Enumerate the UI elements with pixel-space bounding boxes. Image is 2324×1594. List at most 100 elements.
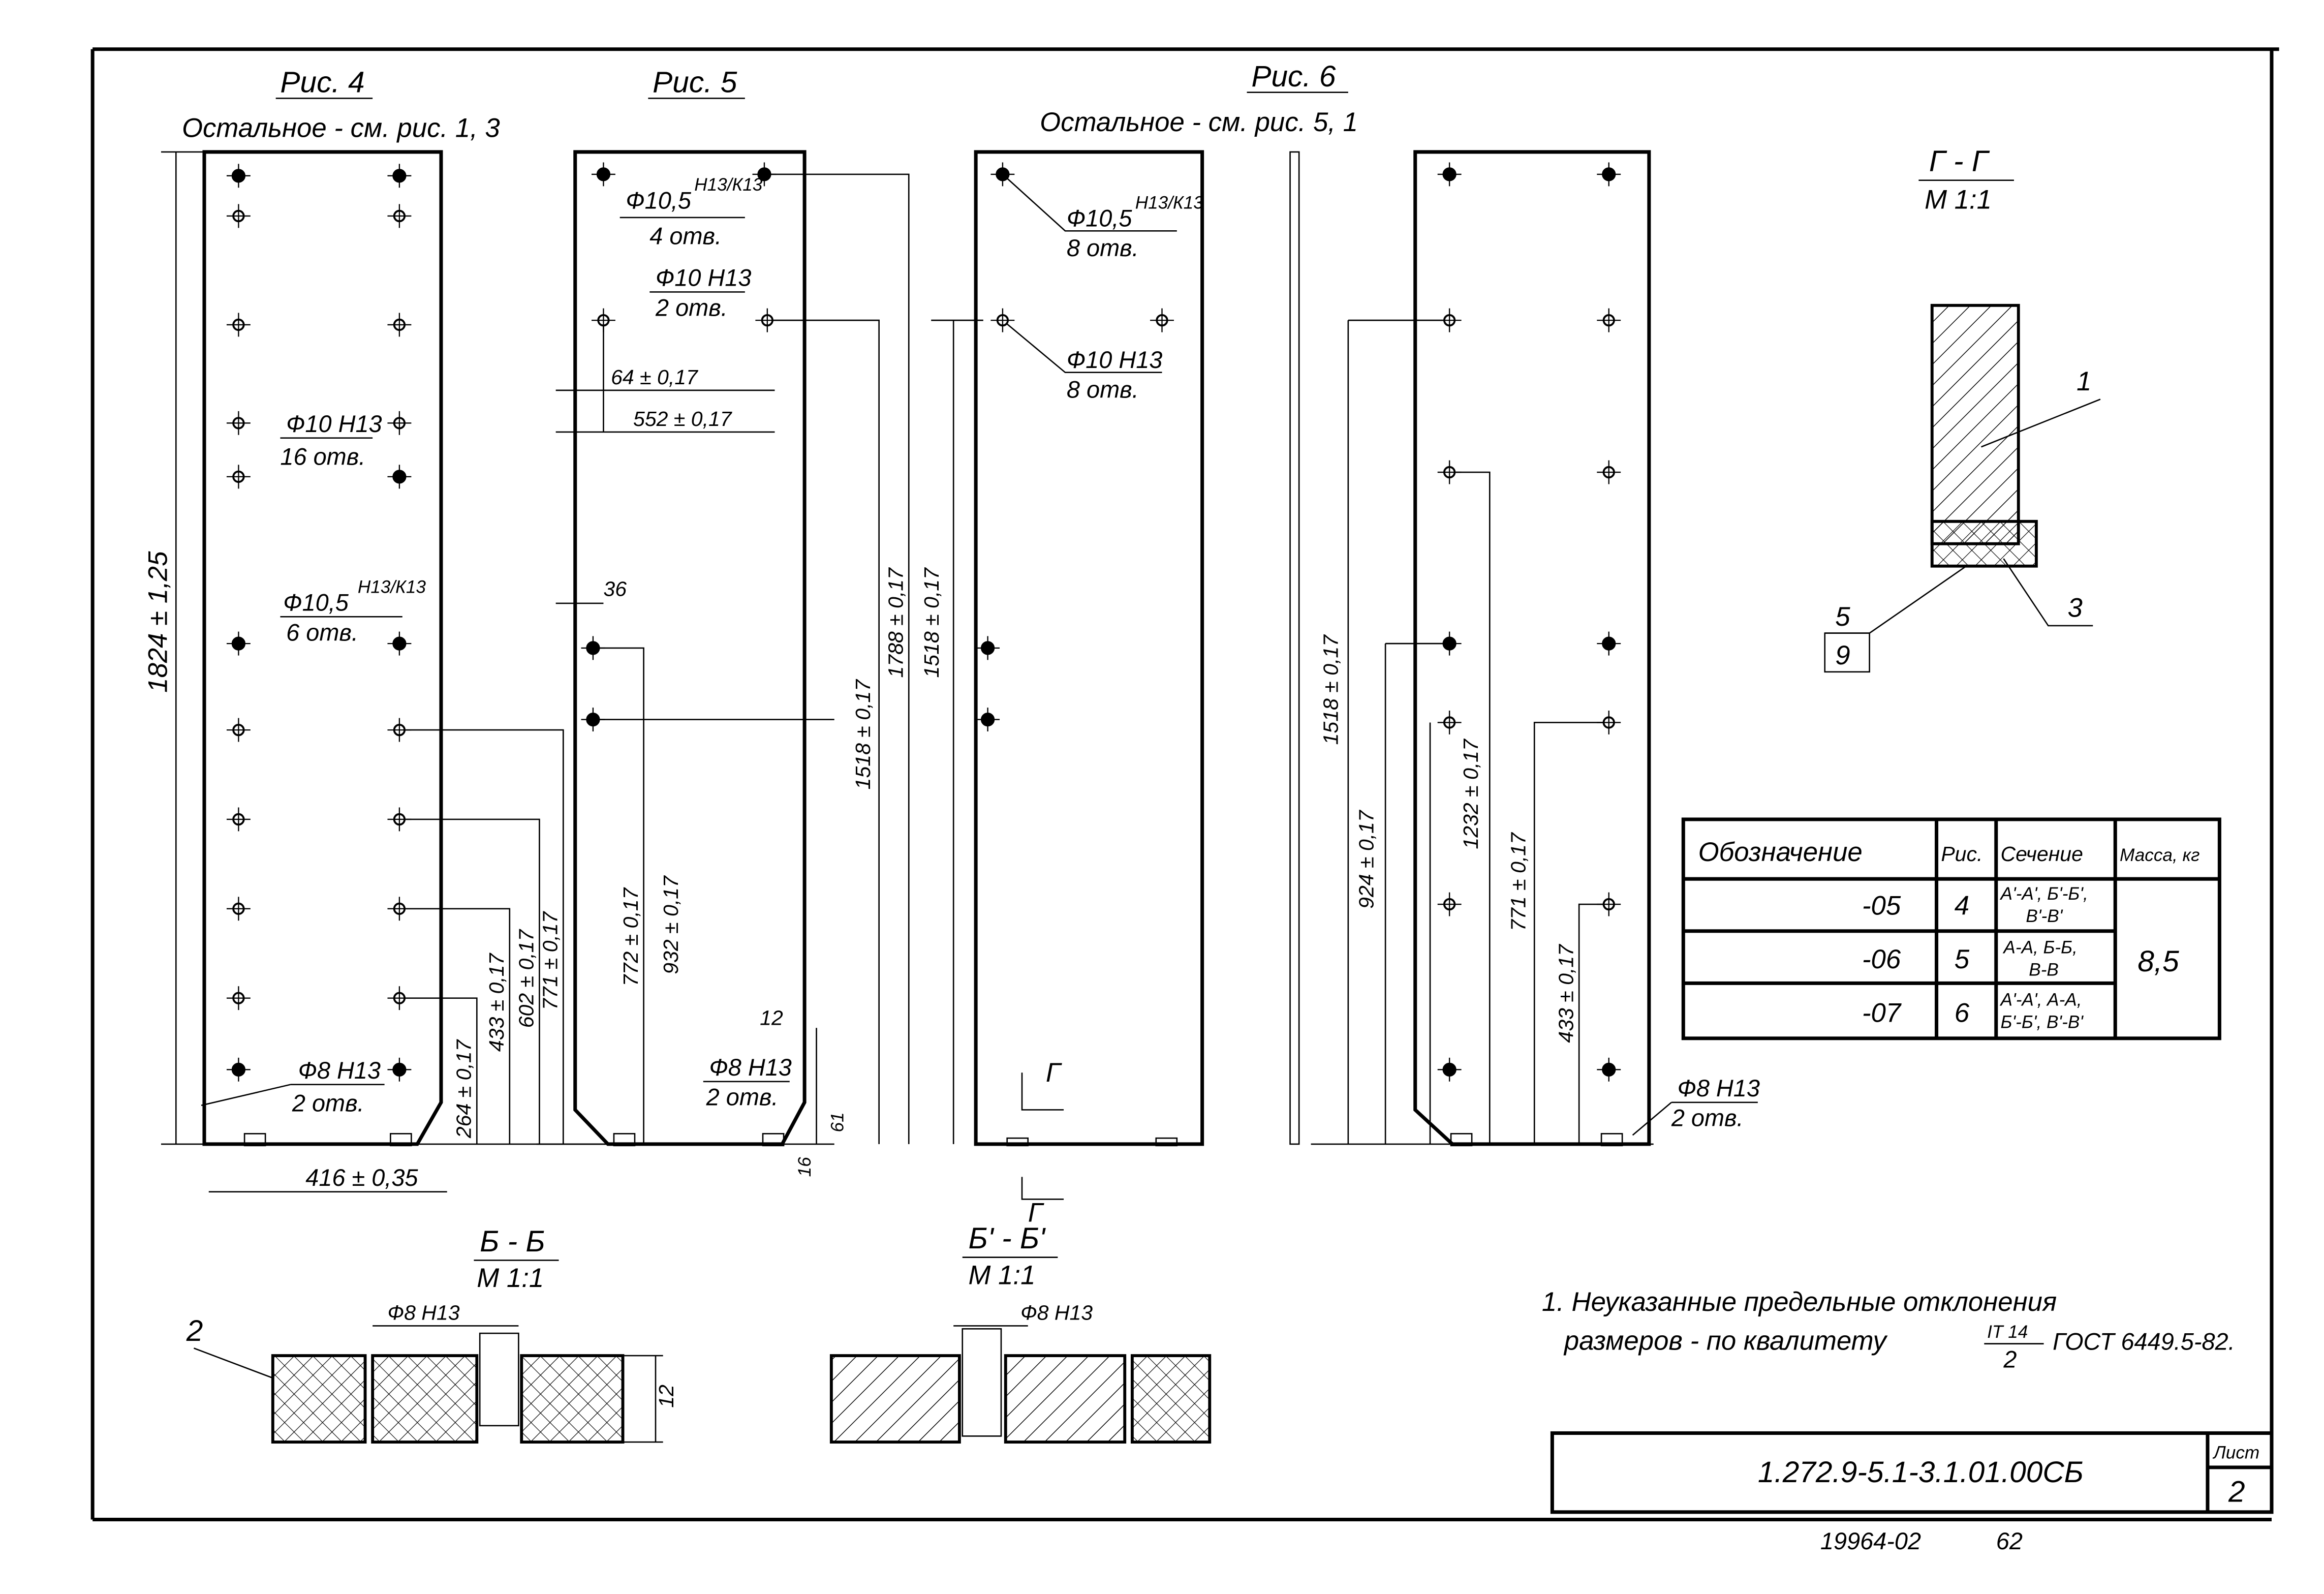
fig5-dim-932: 932 ± 0,17 xyxy=(659,875,683,974)
fig5-part xyxy=(536,150,983,1147)
hole-centerline xyxy=(387,411,412,435)
hole-centerline xyxy=(226,164,251,188)
note-fraction-top: IT 14 xyxy=(1987,1322,2028,1342)
hole-centerline xyxy=(226,411,251,435)
section-gg xyxy=(1824,303,2101,673)
table-row: -07 6 А'-А', А-А, Б'-Б', В'-В' xyxy=(1862,990,2084,1032)
hole-centerline xyxy=(752,162,777,187)
fig4-holes xyxy=(226,164,412,1082)
section-gg-title: Г - Г xyxy=(1929,145,1990,178)
svg-text:5: 5 xyxy=(1955,944,1970,974)
hole-centerline xyxy=(1597,711,1621,734)
hole-centerline xyxy=(990,162,1015,187)
section-bb-thickness: 12 xyxy=(655,1385,678,1408)
hole-centerline xyxy=(387,631,412,656)
hole-centerline xyxy=(387,718,412,742)
fig6-part xyxy=(974,150,1300,1200)
hole-centerline xyxy=(1437,308,1462,332)
section-gg-callout-1: 1 xyxy=(2077,366,2091,396)
fig6-dim-771: 771 ± 0,17 xyxy=(1507,832,1530,931)
hole-centerline xyxy=(387,897,412,921)
fig6-hole10-diameter: Ф10 Н13 xyxy=(1067,347,1162,373)
hole-centerline xyxy=(1150,308,1174,332)
hole-centerline xyxy=(976,708,1000,732)
fig6-dim-924: 924 ± 0,17 xyxy=(1355,809,1378,909)
svg-text:А'-А', А-А,: А'-А', А-А, xyxy=(2000,990,2082,1009)
hole-centerline xyxy=(226,1057,251,1082)
hole-centerline xyxy=(226,986,251,1010)
fig6-cut-label-bottom: Г xyxy=(1028,1198,1044,1228)
note-line2: размеров - по квалитету xyxy=(1563,1326,1888,1356)
section-bb2-scale: М 1:1 xyxy=(968,1260,1035,1290)
hole-centerline xyxy=(1437,460,1462,484)
note-line1: 1. Неуказанные предельные отклонения xyxy=(1542,1287,2057,1317)
section-bb xyxy=(193,1325,663,1444)
fig4-dim-width: 416 ± 0,35 xyxy=(305,1164,418,1191)
hole-centerline xyxy=(226,718,251,742)
hole-centerline xyxy=(1597,631,1621,656)
svg-text:-06: -06 xyxy=(1862,944,1901,974)
fig5-hole10-count: 2 отв. xyxy=(655,294,728,321)
section-gg-callout-5: 5 xyxy=(1835,602,1850,632)
note-standard: ГОСТ 6449.5-82. xyxy=(2053,1328,2235,1355)
fig5-hole10-diameter: Ф10 Н13 xyxy=(656,265,751,291)
hole-centerline xyxy=(581,636,605,660)
fig4-hole10-count: 16 отв. xyxy=(280,443,365,470)
hole-centerline xyxy=(1437,162,1462,187)
hole-centerline xyxy=(226,807,251,832)
fig5-hole105-tolerance: Н13/К13 xyxy=(694,175,763,195)
section-bb-scale: М 1:1 xyxy=(477,1263,544,1293)
fig6-hole10-count: 8 отв. xyxy=(1067,377,1139,403)
section-gg-callout-3: 3 xyxy=(2067,593,2082,623)
svg-text:А-А, Б-Б,: А-А, Б-Б, xyxy=(2002,938,2077,958)
svg-text:В'-В': В'-В' xyxy=(2026,906,2063,926)
hole-centerline xyxy=(581,708,605,732)
hole-centerline xyxy=(387,807,412,832)
fig5-dim-61: 61 xyxy=(827,1112,847,1132)
svg-text:6: 6 xyxy=(1955,998,1970,1028)
hole-centerline xyxy=(591,162,615,187)
hole-centerline xyxy=(1437,892,1462,916)
table-header-fig: Рис. xyxy=(1941,842,1982,866)
fig6-hole105-tolerance: Н13/К13 xyxy=(1135,193,1204,212)
fig4-hole105-diameter: Ф10,5 xyxy=(283,590,349,616)
section-bb2-title: Б' - Б' xyxy=(968,1222,1046,1255)
fig4-hole10-diameter: Ф10 Н13 xyxy=(286,411,382,437)
section-gg-scale: М 1:1 xyxy=(1925,185,1992,214)
svg-text:-07: -07 xyxy=(1862,998,1902,1028)
hole-centerline xyxy=(387,204,412,228)
fig5-dim-1788: 1788 ± 0,17 xyxy=(884,567,908,678)
fig4-dim-602: 602 ± 0,17 xyxy=(515,929,538,1028)
fig6-dim-433: 433 ± 0,17 xyxy=(1554,943,1577,1043)
hole-centerline xyxy=(1437,631,1462,656)
hole-centerline xyxy=(387,1057,412,1082)
hole-centerline xyxy=(226,631,251,656)
fig5-dim-772: 772 ± 0,17 xyxy=(619,886,642,986)
fig4-dim-height: 1824 ± 1,25 xyxy=(143,551,173,693)
fig5-hole8-diameter: Ф8 Н13 xyxy=(709,1054,792,1081)
sheet-label: Лист xyxy=(2213,1443,2260,1462)
fig6-dim-1232: 1232 ± 0,17 xyxy=(1459,738,1482,849)
svg-text:-05: -05 xyxy=(1862,891,1901,921)
section-bb2-hole: Ф8 Н13 xyxy=(1020,1301,1093,1325)
fig5-dim-552: 552 ± 0,17 xyxy=(633,407,733,431)
note-fraction-bottom: 2 xyxy=(2003,1346,2017,1373)
designation-table xyxy=(1681,817,2221,1040)
hole-centerline xyxy=(387,986,412,1010)
hole-centerline xyxy=(226,897,251,921)
fig5-dim-12: 12 xyxy=(760,1006,783,1029)
hole-centerline xyxy=(990,308,1015,332)
table-header-section: Сечение xyxy=(2001,842,2083,866)
fig4-part xyxy=(161,150,626,1192)
section-bb2 xyxy=(829,1325,1212,1444)
svg-text:4: 4 xyxy=(1955,891,1969,921)
hole-centerline xyxy=(1597,308,1621,332)
fig4-dim-771: 771 ± 0,17 xyxy=(539,910,562,1010)
fig5-hole8-count: 2 отв. xyxy=(706,1084,779,1111)
title-block xyxy=(1550,1431,2274,1514)
svg-text:А'-А', Б'-Б',: А'-А', Б'-Б', xyxy=(2000,884,2088,904)
fig4-hole105-count: 6 отв. xyxy=(286,619,358,646)
table-row: -05 4 А'-А', Б'-Б', В'-В' xyxy=(1862,884,2088,926)
hole-centerline xyxy=(755,308,780,332)
